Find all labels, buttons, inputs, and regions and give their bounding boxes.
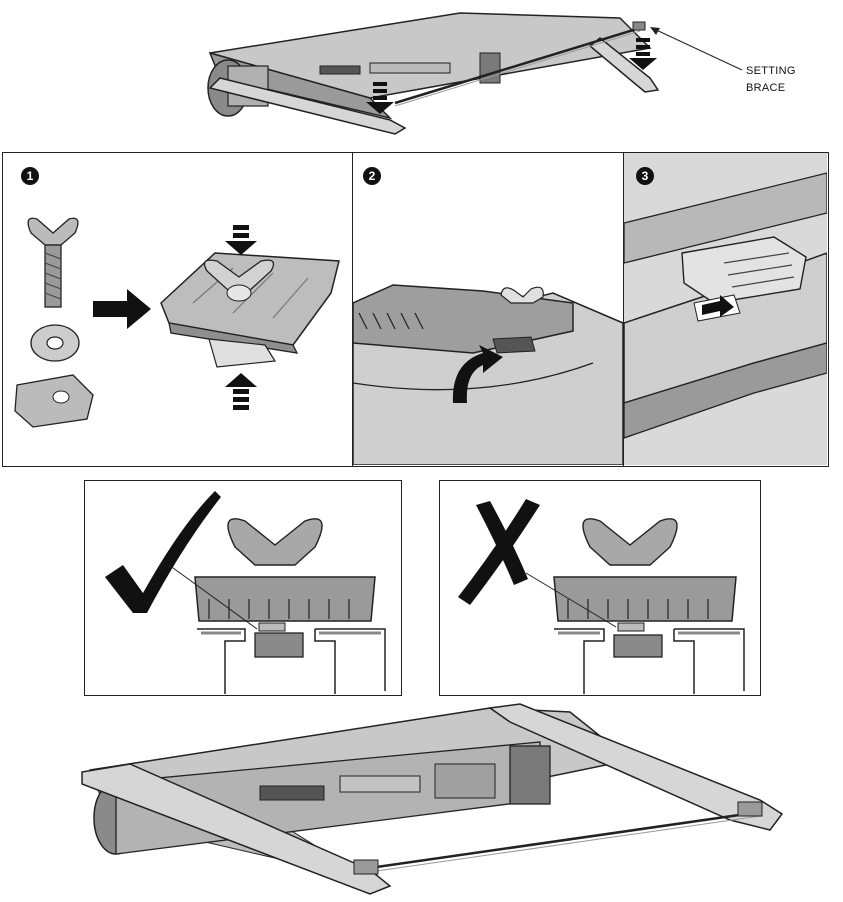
step-1-illustration — [3, 153, 351, 465]
incorrect-example-illustration — [440, 481, 759, 694]
wing-bolt-icon — [28, 218, 78, 307]
setting-brace-label: SETTING BRACE — [746, 63, 796, 97]
bottom-overview-illustration — [70, 700, 790, 898]
bracket-assembly — [161, 253, 339, 367]
right-arrow-icon — [93, 289, 151, 329]
washer-icon — [31, 325, 79, 361]
up-arrow-icon — [225, 373, 257, 410]
top-overview-illustration — [190, 8, 750, 138]
callout-line-2: BRACE — [746, 80, 796, 97]
callout-line-1: SETTING — [746, 63, 796, 80]
step-3-illustration — [624, 153, 827, 465]
step-2-panel: 2 — [352, 152, 624, 467]
incorrect-example-panel — [439, 480, 761, 696]
step-2-illustration — [353, 153, 623, 465]
correct-example-panel — [84, 480, 402, 696]
x-mark-icon — [458, 499, 540, 605]
step-number: 3 — [636, 167, 654, 185]
correct-example-illustration — [85, 481, 400, 694]
step-1-panel: 1 — [2, 152, 353, 467]
t-nut-icon — [15, 375, 93, 427]
down-arrow-icon — [225, 225, 257, 255]
step-3-panel: 3 — [623, 152, 829, 467]
